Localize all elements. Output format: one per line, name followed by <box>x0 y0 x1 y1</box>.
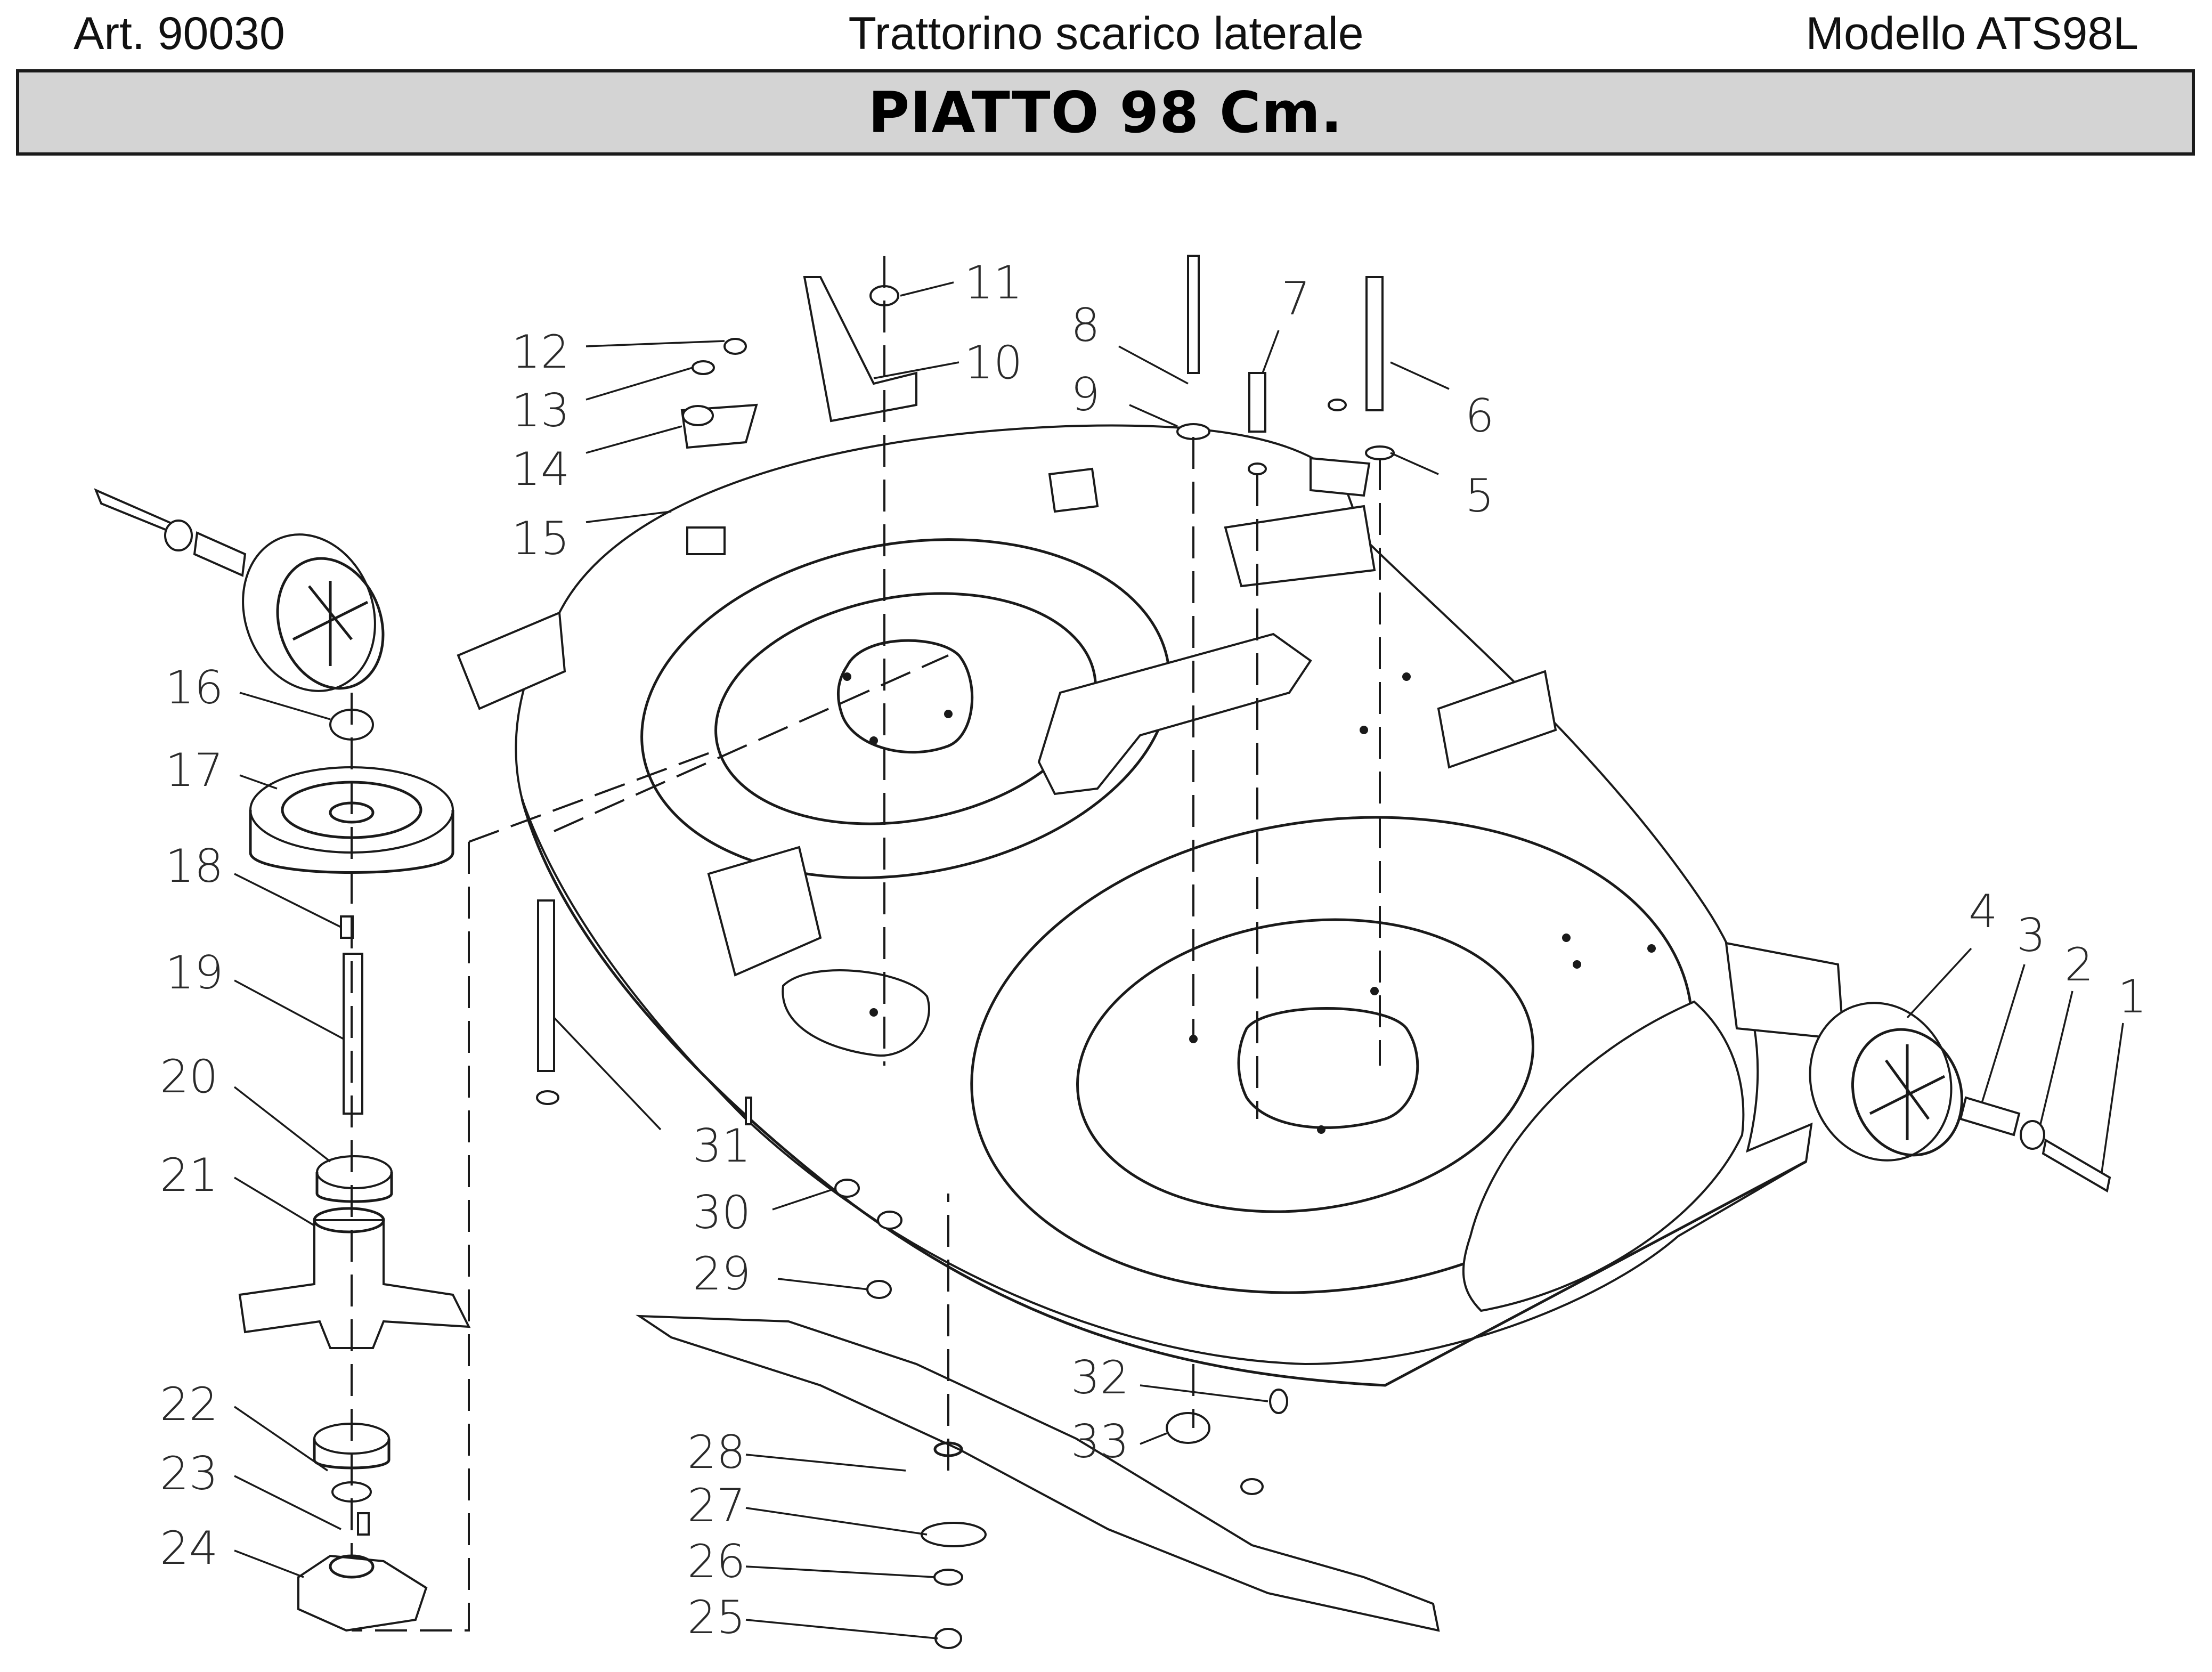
callout-28: 28 <box>687 1426 745 1479</box>
callout-4: 4 <box>1969 885 1998 938</box>
page-title: PIATTO 98 Cm. <box>868 79 1343 145</box>
model-number: Modello ATS98L <box>1806 8 2138 59</box>
top-hardware <box>536 255 1395 1105</box>
callout-25: 25 <box>687 1591 745 1644</box>
callout-2: 2 <box>2064 938 2094 992</box>
callout-15: 15 <box>511 512 570 565</box>
callout-22: 22 <box>160 1378 218 1431</box>
callout-19: 19 <box>165 946 223 1000</box>
document-subtitle: Trattorino scarico laterale <box>848 8 1364 59</box>
right-wheel-assembly <box>1809 1002 2111 1193</box>
callout-11: 11 <box>964 256 1022 310</box>
callout-29: 29 <box>693 1247 751 1301</box>
left-wheel-assembly <box>94 488 385 692</box>
callout-30: 30 <box>693 1186 751 1239</box>
callout-18: 18 <box>165 840 223 893</box>
callout-8: 8 <box>1071 299 1100 352</box>
article-number: Art. 90030 <box>74 8 285 59</box>
assembly-lines <box>351 256 1381 1632</box>
callout-31: 31 <box>693 1119 751 1173</box>
title-bar: PIATTO 98 Cm. <box>16 69 2195 156</box>
callout-6: 6 <box>1465 389 1494 443</box>
callout-21: 21 <box>160 1149 218 1202</box>
callout-12: 12 <box>511 326 570 379</box>
callout-24: 24 <box>160 1522 218 1575</box>
callout-16: 16 <box>165 661 223 715</box>
mower-deck-housing <box>457 424 1845 1387</box>
bottom-hardware <box>745 1097 1288 1649</box>
callout-9: 9 <box>1071 368 1100 421</box>
callout-7: 7 <box>1281 272 1311 326</box>
leader-lines <box>233 281 2124 1639</box>
callout-14: 14 <box>511 443 570 496</box>
callout-1: 1 <box>2118 970 2147 1024</box>
spindle-assembly <box>238 709 471 1632</box>
callout-32: 32 <box>1071 1351 1129 1405</box>
callout-27: 27 <box>687 1479 745 1532</box>
callout-26: 26 <box>687 1535 745 1588</box>
callout-23: 23 <box>160 1447 218 1500</box>
callout-10: 10 <box>964 336 1022 389</box>
callout-13: 13 <box>511 384 570 437</box>
callout-20: 20 <box>160 1050 218 1103</box>
callout-33: 33 <box>1071 1415 1129 1468</box>
callout-labels: 1 2 3 4 5 6 7 8 9 10 11 12 13 14 15 16 1… <box>160 256 2147 1644</box>
callout-17: 17 <box>165 744 223 797</box>
callout-3: 3 <box>2016 909 2046 962</box>
callout-5: 5 <box>1465 469 1494 523</box>
